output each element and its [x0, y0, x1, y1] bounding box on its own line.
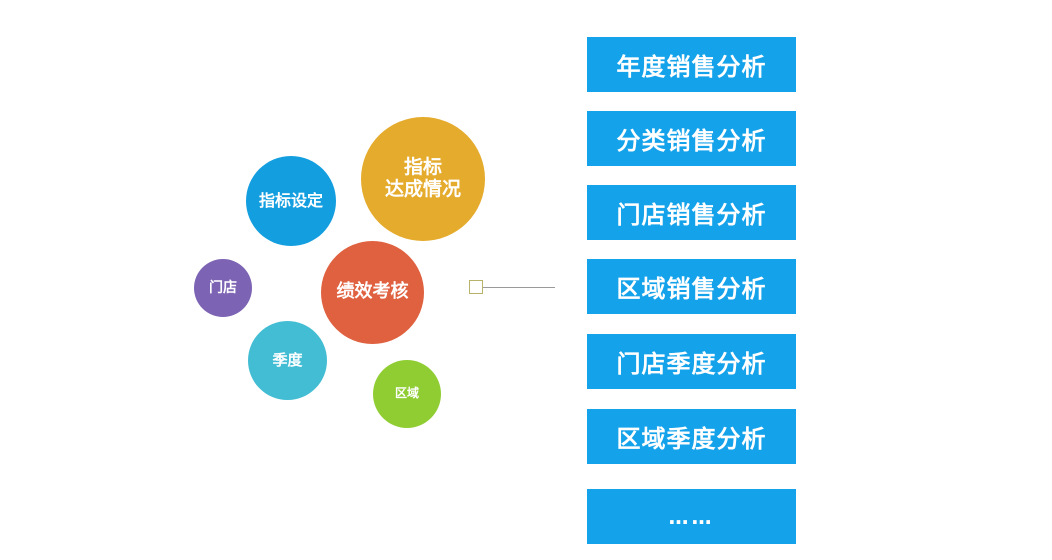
target-setting-bubble: 指标设定: [246, 156, 336, 246]
analysis-item-annual-sales: 年度销售分析: [587, 37, 796, 92]
analysis-item-region-season: 区域季度分析: [587, 409, 796, 464]
goal-achievement-bubble: 指标 达成情况: [361, 117, 485, 241]
store-bubble: 门店: [194, 259, 252, 317]
region-bubble: 区域: [373, 360, 441, 428]
analysis-item-more: ……: [587, 489, 796, 544]
analysis-item-store-season: 门店季度分析: [587, 334, 796, 389]
connector-node: [469, 280, 483, 294]
kpi-bubble: 绩效考核: [321, 241, 424, 344]
analysis-item-region-sales: 区域销售分析: [587, 259, 796, 314]
analysis-item-store-sales: 门店销售分析: [587, 185, 796, 240]
connector-line: [483, 287, 555, 288]
analysis-item-category-sales: 分类销售分析: [587, 111, 796, 166]
season-bubble: 季度: [248, 321, 327, 400]
